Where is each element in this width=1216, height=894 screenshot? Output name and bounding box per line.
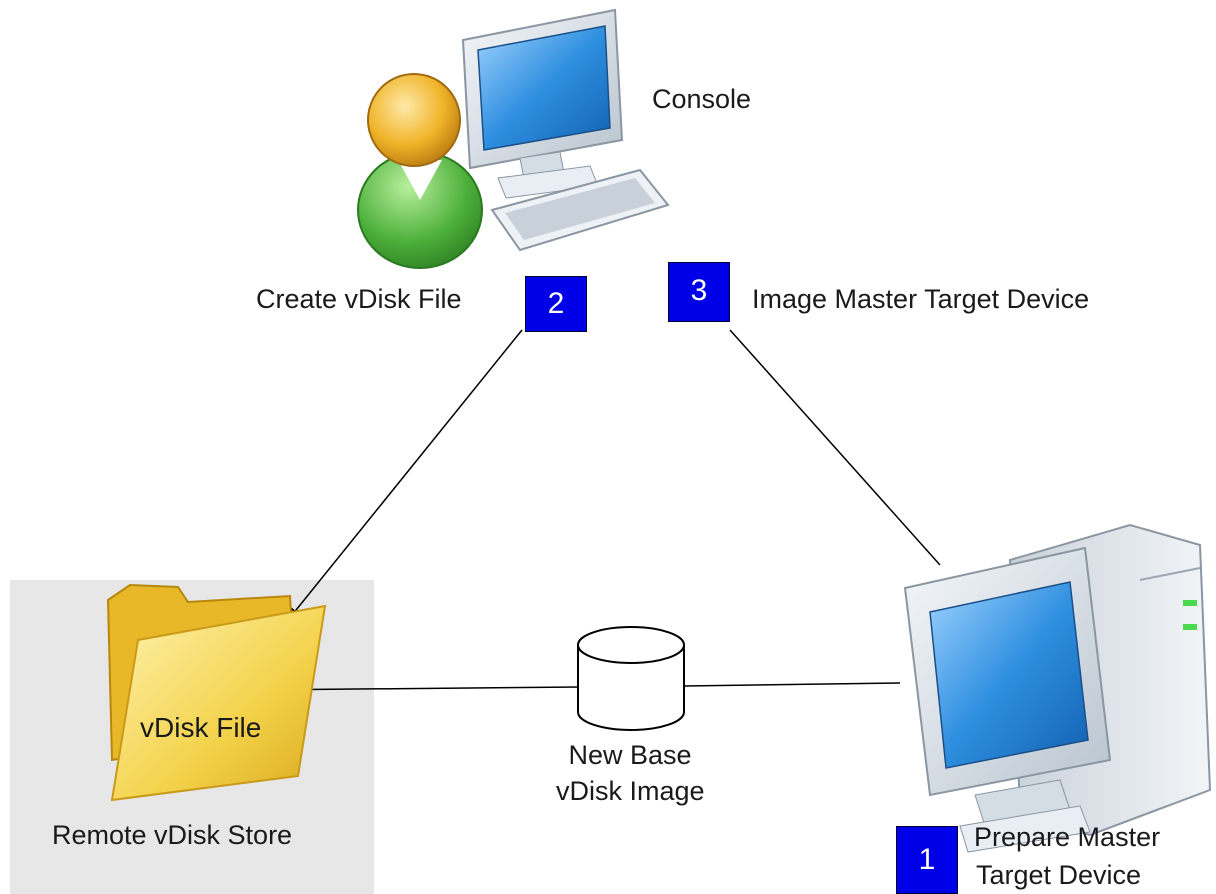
target-to-disk-line: [684, 682, 901, 687]
console-label: Console: [652, 84, 752, 114]
image-master-line: [729, 329, 941, 566]
step-1-badge: 1: [896, 826, 958, 894]
create-vdisk-label: Create vDisk File: [256, 284, 462, 314]
console-user-computer-icon: [357, 8, 670, 269]
step-2-badge: 2: [525, 276, 587, 332]
remote-vdisk-store-label: Remote vDisk Store: [52, 820, 293, 850]
vdisk-file-label: vDisk File: [140, 712, 262, 743]
step-3-badge: 3: [668, 262, 730, 322]
image-master-label: Image Master Target Device: [752, 284, 1090, 314]
target-device-computer-icon: [903, 523, 1212, 853]
create-vdisk-arrow: [286, 329, 523, 622]
disk-cylinder-icon: [577, 626, 685, 731]
new-base-label-line1: New Base: [568, 740, 692, 770]
prepare-master-label-line2: Target Device: [976, 860, 1142, 890]
new-base-label-line2: vDisk Image: [556, 776, 705, 806]
folder-icon: [106, 583, 327, 802]
prepare-master-label-line1: Prepare Master: [974, 822, 1161, 852]
